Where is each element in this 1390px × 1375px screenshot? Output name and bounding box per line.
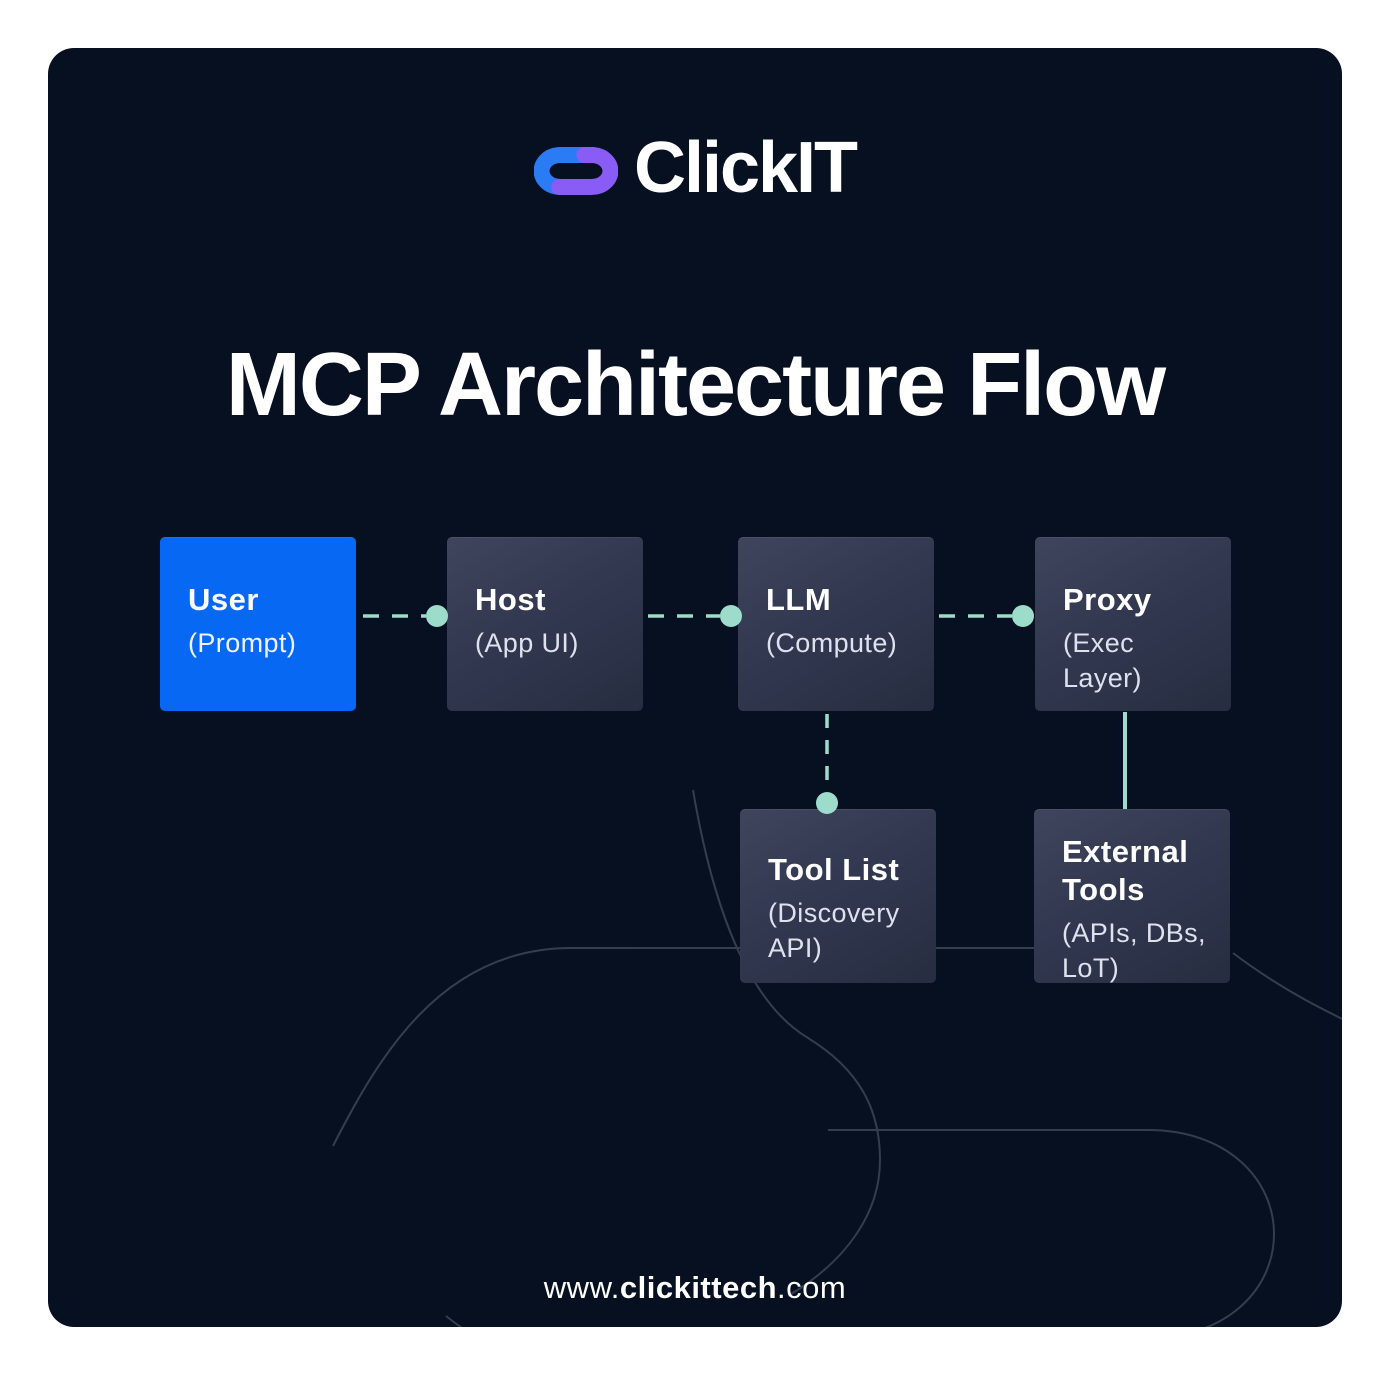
- node-sublabel: (Prompt): [188, 627, 297, 658]
- node-tool-list: Tool List (Discovery API): [728, 809, 936, 997]
- node-label: External Tools: [1062, 834, 1189, 907]
- node-external-tools: External Tools (APIs, DBs, LoT): [1022, 809, 1230, 997]
- node-proxy: Proxy (Exec Layer): [1023, 537, 1231, 725]
- node-sublabel: (Compute): [766, 627, 898, 658]
- footer-url-prefix: www.: [543, 1270, 620, 1305]
- footer-url-suffix: .com: [777, 1270, 847, 1305]
- node-sublabel: (App UI): [475, 627, 579, 658]
- logo-text: ClickIT: [633, 128, 858, 208]
- node-sublabel: (Discovery API): [768, 897, 900, 964]
- clickit-chain-icon: [533, 147, 618, 195]
- page-title: MCP Architecture Flow: [225, 335, 1166, 435]
- connector-dot: [426, 605, 448, 627]
- node-label: Tool List: [768, 852, 900, 887]
- node-label: Host: [475, 582, 546, 617]
- node-sublabel: (APIs, DBs, LoT): [1062, 917, 1206, 984]
- connector-dot: [1012, 605, 1034, 627]
- infographic-card: ClickIT MCP Architecture Flow User (Prom…: [48, 48, 1342, 1327]
- footer-url: www.clickittech.com: [48, 1270, 1342, 1306]
- node-llm: LLM (Compute): [726, 537, 934, 725]
- node-label: Proxy: [1063, 582, 1152, 617]
- node-host: Host (App UI): [435, 537, 643, 725]
- node-label: LLM: [766, 582, 832, 617]
- node-label: User: [188, 582, 259, 617]
- decor-curve: [445, 1315, 463, 1327]
- decor-curve: [1232, 952, 1342, 1021]
- footer-url-brand: clickittech: [619, 1270, 777, 1305]
- decor-curve: [332, 947, 1043, 1147]
- node-user: User (Prompt): [148, 537, 356, 725]
- node-sublabel: (Exec Layer): [1063, 627, 1142, 694]
- logo: ClickIT: [48, 132, 1342, 210]
